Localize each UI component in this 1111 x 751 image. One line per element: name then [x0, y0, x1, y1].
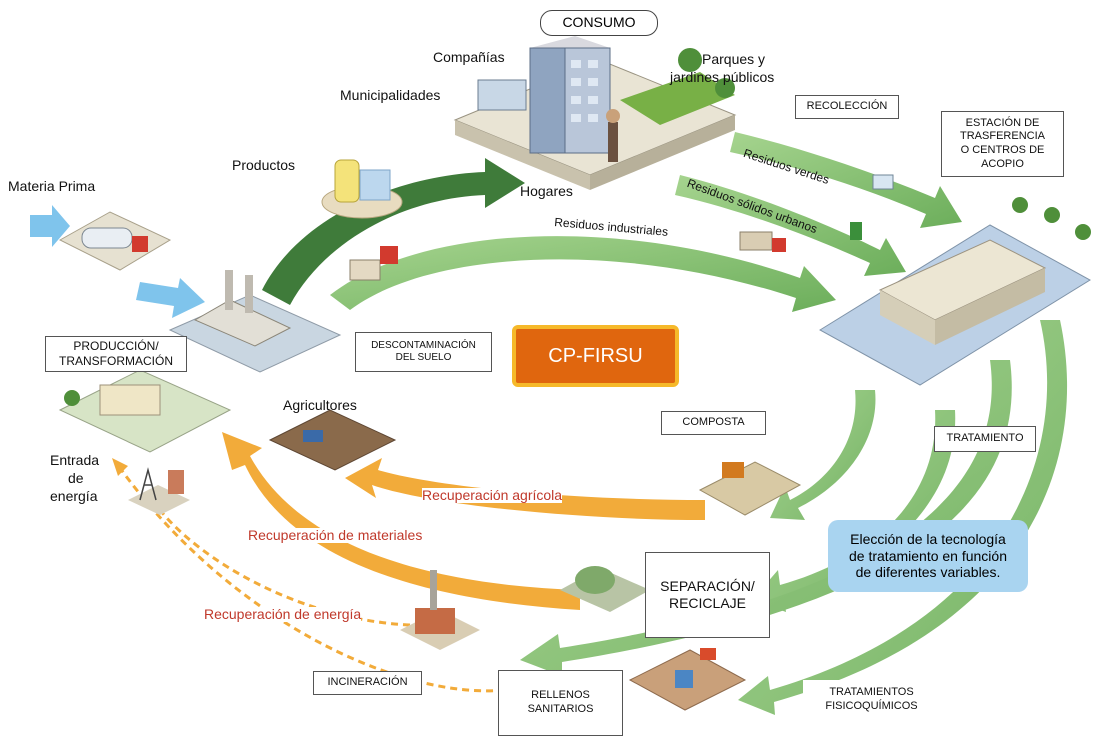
composta-text: COMPOSTA: [682, 416, 745, 429]
produccion-line1: PRODUCCIÓN/: [73, 339, 159, 353]
productos-label: Productos: [232, 157, 296, 173]
incineracion-text: INCINERACIÓN: [327, 676, 408, 689]
residuos-industriales-arrow: [330, 236, 836, 312]
landfill-illustration: [628, 648, 747, 711]
estacion-line3: O CENTROS DE: [960, 144, 1045, 156]
bubble-line3: de diferentes variables.: [855, 564, 1001, 581]
estacion-line1: ESTACIÓN DE: [965, 116, 1040, 129]
compost-illustration: [698, 461, 802, 516]
recycling-illustration: [560, 566, 650, 612]
tratamiento-text: TRATAMIENTO: [946, 432, 1024, 445]
recuperacion-energia-label: Recuperación de energía: [204, 606, 362, 623]
tanker-truck-illustration: [58, 211, 172, 271]
recuperacion-agricola-label: Recuperación agrícola: [422, 487, 563, 504]
parques-label-line1: Parques y: [702, 51, 766, 67]
rellenos-line1: RELLENOS: [531, 689, 590, 702]
recuperacion-materiales-label: Recuperación de materiales: [248, 527, 423, 544]
residuos-verdes-arrow: [730, 132, 962, 228]
cp-firsu-label: CP-FIRSU: [512, 325, 679, 387]
tratamientos-line2: FISICOQUÍMICOS: [825, 700, 918, 712]
tratamientos-fisicoquimicos-box: TRATAMIENTOS FISICOQUÍMICOS: [803, 680, 940, 720]
produccion-line2: TRANSFORMACIÓN: [59, 354, 173, 368]
descontaminacion-line1: DESCONTAMINACIÓN: [371, 339, 476, 351]
products-to-consumption-arrow: [262, 158, 525, 305]
energy-tower-illustration: [128, 467, 190, 515]
tratamientos-line1: TRATAMIENTOS: [829, 686, 914, 699]
companias-label: Compañías: [433, 49, 505, 65]
estacion-line2: TRASFERENCIA: [960, 130, 1045, 143]
recovery-arrows: [222, 432, 705, 610]
rellenos-line2: SANITARIOS: [527, 703, 594, 715]
descontaminacion-line2: DEL SUELO: [395, 352, 452, 363]
incinerator-illustration: [400, 570, 480, 650]
rellenos-box: RELLENOS SANITARIOS: [498, 670, 623, 736]
farm-illustration: [268, 409, 397, 471]
products-illustration: [321, 159, 403, 219]
entrada-energia-line1: Entrada: [50, 452, 100, 468]
produccion-box: PRODUCCIÓN/ TRANSFORMACIÓN: [45, 336, 187, 372]
tratamiento-box: TRATAMIENTO: [934, 426, 1036, 452]
separacion-box: SEPARACIÓN/ RECICLAJE: [645, 552, 770, 638]
separacion-line2: RECICLAJE: [668, 595, 747, 611]
consumo-label: CONSUMO: [540, 10, 658, 36]
transfer-station-illustration: [819, 197, 1091, 386]
bubble-line2: de tratamiento en función: [849, 547, 1007, 564]
recoleccion-text: RECOLECCIÓN: [806, 100, 888, 113]
recoleccion-box: RECOLECCIÓN: [795, 95, 899, 119]
truck-to-factory-arrow: [136, 278, 205, 318]
composta-box: COMPOSTA: [661, 411, 766, 435]
bubble-line1: Elección de la tecnología: [850, 530, 1006, 547]
municipalidades-label: Municipalidades: [340, 87, 441, 103]
energy-arrowhead: [112, 458, 128, 476]
hogares-label: Hogares: [520, 183, 573, 199]
materia-prima-arrow: [30, 205, 70, 247]
collection-trucks: [349, 174, 894, 281]
materia-prima-label: Materia Prima: [8, 178, 96, 194]
estacion-transferencia-box: ESTACIÓN DE TRASFERENCIA O CENTROS DE AC…: [941, 111, 1064, 177]
estacion-line4: ACOPIO: [981, 157, 1024, 170]
entrada-energia-line3: energía: [50, 488, 98, 504]
residuos-solidos-arrow: [675, 175, 906, 276]
factory-illustration: [58, 270, 342, 453]
parques-label-line2: jardines públicos: [670, 69, 775, 85]
entrada-energia-line2: de: [68, 470, 84, 486]
technology-choice-note: Elección de la tecnología de tratamiento…: [828, 520, 1028, 592]
descontaminacion-box: DESCONTAMINACIÓN DEL SUELO: [355, 332, 492, 372]
agricultores-label: Agricultores: [283, 397, 357, 413]
separacion-line1: SEPARACIÓN/: [660, 577, 755, 594]
consumption-district-illustration: [453, 36, 737, 190]
incineracion-box: INCINERACIÓN: [313, 671, 422, 695]
